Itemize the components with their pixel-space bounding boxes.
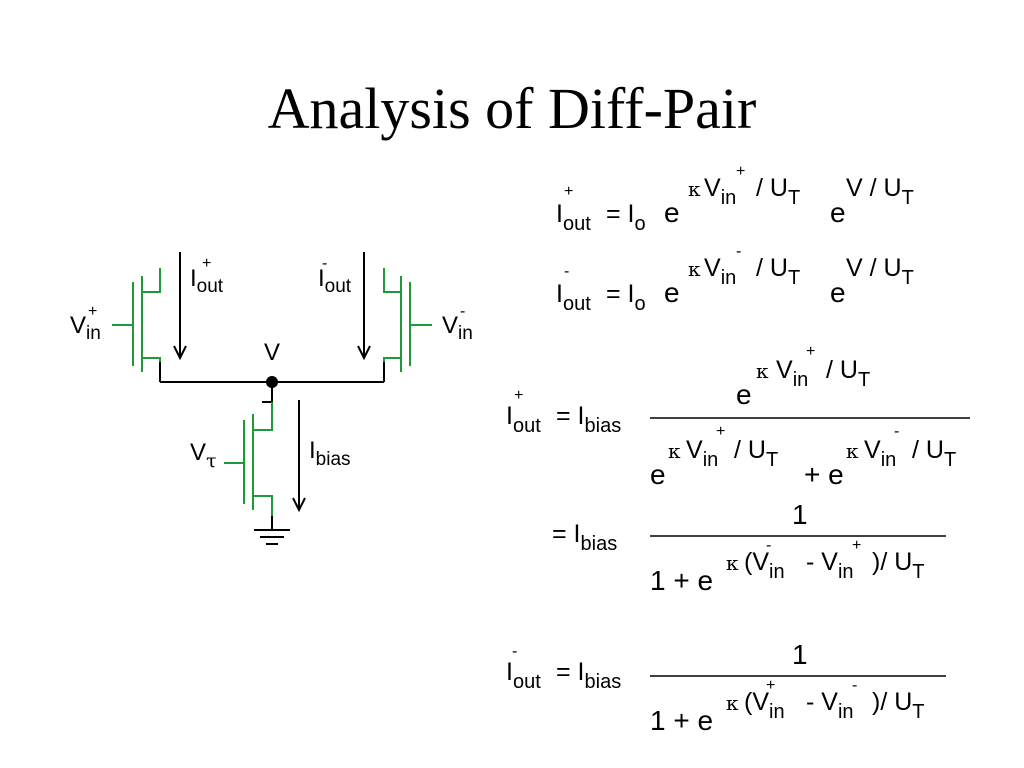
node-v-label: V xyxy=(264,339,280,366)
svg-text:Iout: Iout xyxy=(506,658,541,693)
svg-text:+ e: + e xyxy=(804,459,844,490)
svg-text:V / UT: V / UT xyxy=(846,174,914,209)
svg-text:V / UT: V / UT xyxy=(846,254,914,289)
svg-text:= Ibias: = Ibias xyxy=(556,402,621,437)
ibias-arrow xyxy=(292,400,306,513)
svg-text:/ UT: / UT xyxy=(912,436,956,471)
svg-text:κ: κ xyxy=(726,691,739,715)
equation-iout-minus-fraction: Iout - = Ibias 1 1 + e κ (Vin + - Vin - … xyxy=(506,639,946,736)
svg-text:(Vin: (Vin xyxy=(744,688,785,723)
svg-text:Vin: Vin xyxy=(686,436,718,471)
svg-text:e: e xyxy=(650,459,666,490)
svg-text:= Ibias: = Ibias xyxy=(552,520,617,555)
left-transistor xyxy=(112,268,161,372)
svg-text:κ: κ xyxy=(726,551,739,575)
ibias-label: Ibias xyxy=(309,437,351,470)
svg-text:κ: κ xyxy=(846,439,859,463)
equation-ibias-fraction: = Ibias 1 1 + e κ (Vin - - Vin + )/ UT xyxy=(552,499,946,596)
svg-text:Vin: Vin xyxy=(864,436,896,471)
svg-text:κ: κ xyxy=(688,257,701,281)
svg-text:κ: κ xyxy=(688,177,701,201)
iout-minus-arrow xyxy=(357,252,371,361)
svg-text:e: e xyxy=(736,379,752,410)
svg-text:Iout: Iout xyxy=(506,402,541,437)
iout-plus-label: Iout xyxy=(190,265,224,297)
vin-plus-sup: + xyxy=(88,303,97,320)
svg-text:e: e xyxy=(830,197,846,228)
right-transistor xyxy=(383,268,432,372)
svg-text:/ UT: / UT xyxy=(756,254,800,289)
svg-text:κ: κ xyxy=(756,359,769,383)
vin-minus-sup: - xyxy=(460,303,465,320)
svg-text:κ: κ xyxy=(668,439,681,463)
svg-text:-: - xyxy=(512,643,517,660)
svg-text:-: - xyxy=(894,423,899,440)
svg-text:-: - xyxy=(852,677,857,694)
svg-text:/ UT: / UT xyxy=(756,174,800,209)
svg-text:1: 1 xyxy=(792,639,808,670)
svg-text:- Vin: - Vin xyxy=(806,548,854,583)
iout-minus-sup: - xyxy=(322,255,327,272)
svg-text:1 + e: 1 + e xyxy=(650,705,713,736)
svg-text:+: + xyxy=(736,163,745,180)
svg-text:1: 1 xyxy=(792,499,808,530)
svg-text:= Io: = Io xyxy=(606,280,646,315)
equation-iout-minus-exp: Iout - = Io e κ Vin - / UT e V / UT xyxy=(556,243,914,315)
vtau-label: Vτ xyxy=(190,439,217,472)
svg-text:+: + xyxy=(716,423,725,440)
iout-minus-label: Iout xyxy=(318,265,352,297)
svg-text:= Ibias: = Ibias xyxy=(556,658,621,693)
iout-plus-sup: + xyxy=(202,255,211,272)
svg-text:+: + xyxy=(564,183,573,200)
svg-text:/ UT: / UT xyxy=(826,356,870,391)
svg-text:Vin: Vin xyxy=(704,174,736,209)
svg-text:)/ UT: )/ UT xyxy=(872,548,925,583)
vin-plus-label: Vin xyxy=(70,312,101,344)
svg-text:e: e xyxy=(664,277,680,308)
equation-iout-plus-exp: Iout + = Io e κ Vin + / UT e V / UT xyxy=(556,163,914,235)
svg-text:+: + xyxy=(852,537,861,554)
equation-iout-plus-fraction: Iout + = Ibias e κ Vin + / UT e κ Vin + … xyxy=(506,343,970,490)
slide-title: Analysis of Diff-Pair xyxy=(268,76,757,141)
bias-transistor xyxy=(224,402,273,516)
svg-text:Iout: Iout xyxy=(556,200,591,235)
svg-text:-: - xyxy=(736,243,741,260)
svg-text:+: + xyxy=(514,387,523,404)
svg-text:Vin: Vin xyxy=(776,356,808,391)
vin-minus-label: Vin xyxy=(442,312,473,344)
svg-text:)/ UT: )/ UT xyxy=(872,688,925,723)
svg-text:e: e xyxy=(664,197,680,228)
svg-text:Vin: Vin xyxy=(704,254,736,289)
svg-text:(Vin: (Vin xyxy=(744,548,785,583)
iout-plus-arrow xyxy=(173,252,187,361)
diff-pair-circuit: Vin + Vin - Iout + Iout - V Vτ Ibias xyxy=(70,252,473,545)
ground-symbol xyxy=(254,516,290,545)
svg-text:+: + xyxy=(766,677,775,694)
svg-text:-: - xyxy=(766,537,771,554)
svg-text:-: - xyxy=(564,263,569,280)
svg-text:= Io: = Io xyxy=(606,200,646,235)
svg-text:+: + xyxy=(806,343,815,360)
svg-text:1 + e: 1 + e xyxy=(650,565,713,596)
svg-text:- Vin: - Vin xyxy=(806,688,854,723)
svg-text:e: e xyxy=(830,277,846,308)
svg-text:Iout: Iout xyxy=(556,280,591,315)
svg-text:/ UT: / UT xyxy=(734,436,778,471)
